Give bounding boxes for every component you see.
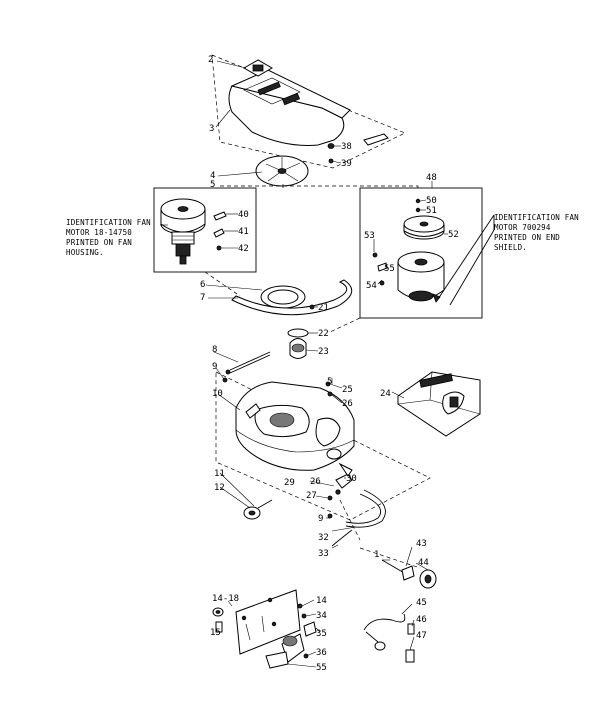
label-44: 44 <box>418 558 429 568</box>
label-4: 4 <box>210 171 215 181</box>
label-12: 12 <box>214 483 225 493</box>
label-1: 1 <box>374 550 379 560</box>
label-5: 5 <box>210 180 215 190</box>
label-5b: 5 <box>327 377 332 387</box>
right-note-line-1: IDENTIFICATION FAN <box>494 213 579 222</box>
label-53: 53 <box>364 231 375 241</box>
lid-assembly <box>211 54 406 169</box>
label-10: 10 <box>212 389 223 399</box>
label-22: 22 <box>318 329 329 339</box>
label-36: 36 <box>316 648 327 658</box>
label-2: 2 <box>208 55 213 65</box>
label-41: 41 <box>238 227 249 237</box>
label-14-18: 14-18 <box>212 594 239 604</box>
fan-blade <box>255 155 309 187</box>
label-23: 23 <box>318 347 329 357</box>
label-33: 33 <box>318 549 329 559</box>
left-note-line-2: MOTOR 18-14750 <box>66 228 132 237</box>
label-52: 52 <box>448 230 459 240</box>
label-54: 54 <box>366 281 377 291</box>
main-housing <box>235 381 355 471</box>
label-27: 27 <box>306 491 317 501</box>
label-43: 43 <box>416 539 427 549</box>
left-note-line-1: IDENTIFICATION FAN <box>66 218 151 227</box>
label-35: 35 <box>316 629 327 639</box>
label-55: 55 <box>316 663 327 673</box>
control-plate <box>212 589 317 669</box>
coupling-parts <box>287 328 309 359</box>
label-51: 51 <box>426 206 437 216</box>
label-25: 25 <box>342 385 353 395</box>
label-47: 47 <box>416 631 427 641</box>
right-note-line-4: SHIELD. <box>494 243 527 252</box>
label-55-right: 55 <box>384 264 395 274</box>
label-9: 9 <box>212 362 217 372</box>
label-34: 34 <box>316 611 327 621</box>
gasket-ring <box>260 285 306 309</box>
label-46: 46 <box>416 615 427 625</box>
right-note-line-2: MOTOR 700294 <box>494 223 551 232</box>
label-40: 40 <box>238 210 249 220</box>
label-9b: 9 <box>318 514 323 524</box>
switch-assembly <box>363 559 437 663</box>
fastener-cluster <box>327 462 353 501</box>
left-fan-motor <box>160 198 206 265</box>
filter-cartridge <box>397 371 481 437</box>
label-50: 50 <box>426 196 437 206</box>
label-38: 38 <box>341 142 352 152</box>
right-motor-box <box>359 187 483 319</box>
label-48: 48 <box>426 173 437 183</box>
right-identification-note: IDENTIFICATION FAN MOTOR 700294 PRINTED … <box>494 213 579 252</box>
left-identification-note: IDENTIFICATION FAN MOTOR 18-14750 PRINTE… <box>66 218 151 257</box>
label-26: 26 <box>342 399 353 409</box>
label-30: 30 <box>346 474 357 484</box>
label-6: 6 <box>200 280 205 290</box>
label-39: 39 <box>341 159 352 169</box>
label-32: 32 <box>318 533 329 543</box>
label-24: 24 <box>380 389 391 399</box>
label-8: 8 <box>212 345 217 355</box>
label-11: 11 <box>214 469 225 479</box>
label-7: 7 <box>200 293 205 303</box>
label-29: 29 <box>284 478 295 488</box>
gasket-seal <box>231 279 353 316</box>
left-note-line-3: PRINTED ON FAN <box>66 238 132 247</box>
label-21: 21 <box>318 303 329 313</box>
caster-wheel <box>243 499 273 520</box>
part-labels: 2 3 38 39 4 5 48 50 51 52 53 55 54 40 41… <box>200 55 459 673</box>
label-45: 45 <box>416 598 427 608</box>
left-note-line-4: HOUSING. <box>66 248 104 257</box>
right-fan-motor <box>372 198 445 302</box>
hose-tube <box>327 489 386 547</box>
label-26b: 26 <box>310 477 321 487</box>
label-42: 42 <box>238 244 249 254</box>
label-3: 3 <box>209 124 214 134</box>
label-15: 15 <box>210 628 221 638</box>
right-note-line-3: PRINTED ON END <box>494 233 560 242</box>
label-14: 14 <box>316 596 327 606</box>
